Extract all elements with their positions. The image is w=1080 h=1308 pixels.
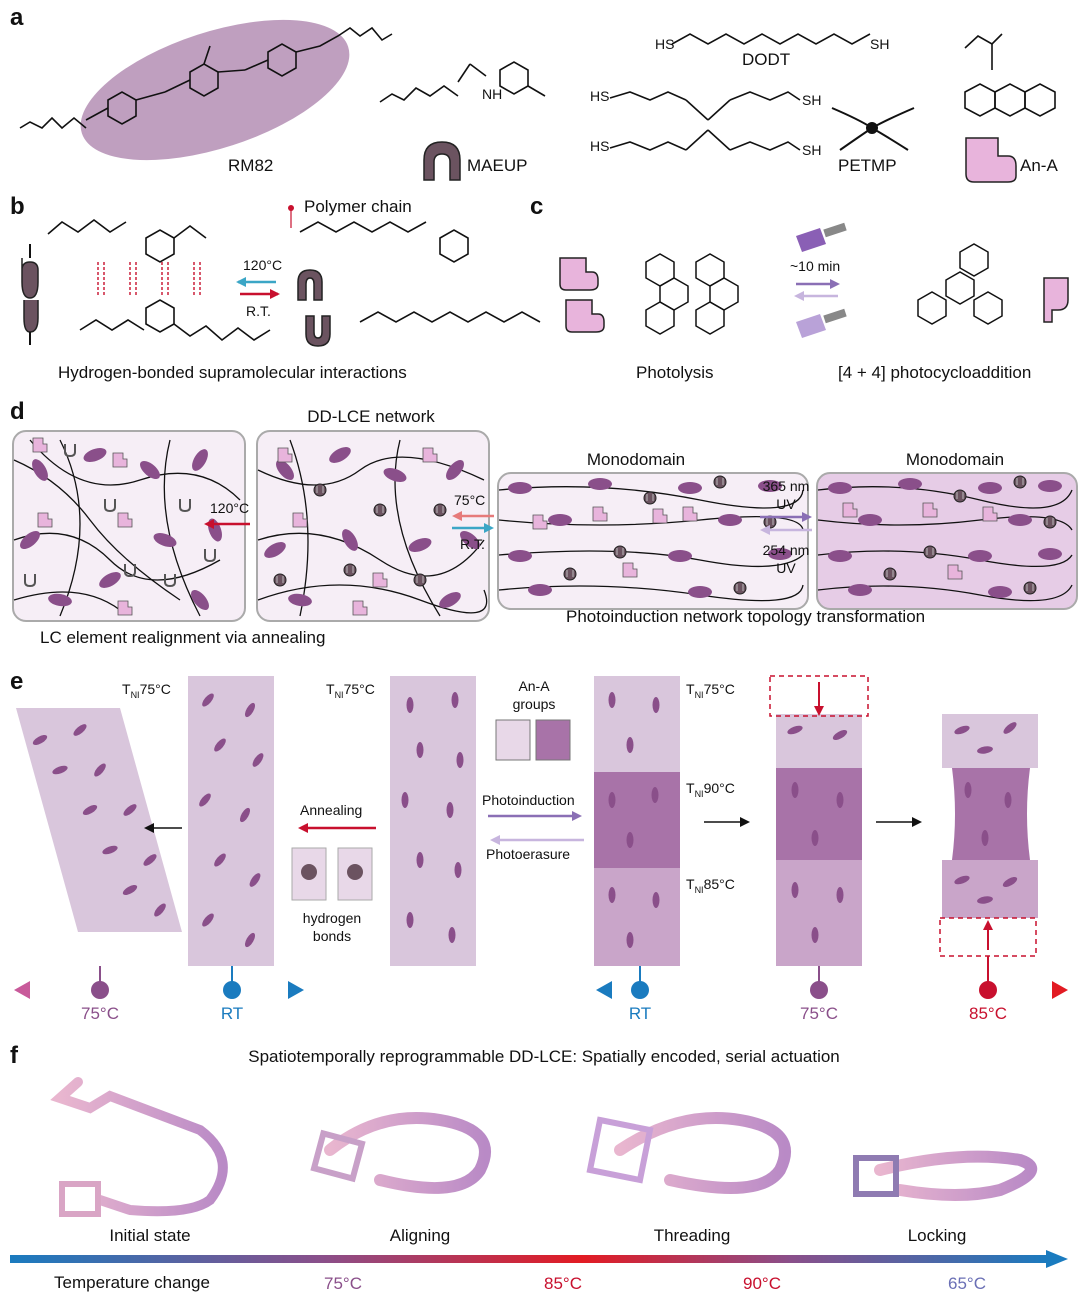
f-temp-90: 90°C <box>743 1274 781 1294</box>
f-state-aligning: Aligning <box>390 1226 451 1246</box>
f-temp-85: 85°C <box>544 1274 582 1294</box>
f-temp-75: 75°C <box>324 1274 362 1294</box>
f-aligning-ribbon <box>314 1118 485 1188</box>
f-threading-ribbon <box>590 1118 785 1188</box>
f-state-threading: Threading <box>654 1226 731 1246</box>
f-initial-state-ribbon <box>60 1082 223 1214</box>
f-temp-change-label: Temperature change <box>54 1273 210 1293</box>
f-locking-ribbon <box>856 1157 1031 1195</box>
f-temp-65: 65°C <box>948 1274 986 1294</box>
f-state-initial: Initial state <box>109 1226 190 1246</box>
f-state-locking: Locking <box>908 1226 967 1246</box>
